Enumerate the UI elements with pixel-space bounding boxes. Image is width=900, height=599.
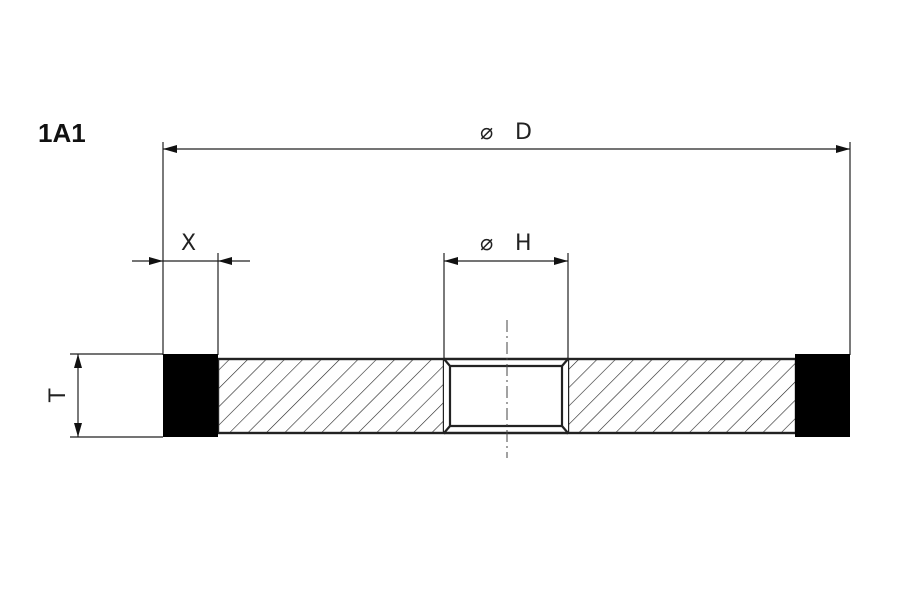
label-d: D xyxy=(515,120,532,145)
wheel-section xyxy=(163,320,850,458)
diameter-symbol-h: ⌀ xyxy=(480,231,493,256)
dimension-x: X xyxy=(132,231,250,355)
abrasive-rim-right xyxy=(795,354,850,437)
dimension-h: ⌀ H xyxy=(443,231,569,360)
dimension-t: T xyxy=(46,353,163,438)
abrasive-rim-left xyxy=(163,354,218,437)
label-x: X xyxy=(181,231,196,256)
label-h: H xyxy=(515,231,532,256)
dimension-d: ⌀ D xyxy=(162,120,851,355)
diameter-symbol: ⌀ xyxy=(480,120,493,145)
core-right-hatched xyxy=(566,357,798,435)
wheel-type-title: 1A1 xyxy=(38,118,86,148)
core-left-hatched xyxy=(216,357,446,435)
bore-chamfer-top xyxy=(443,358,569,368)
bore-chamfer-bottom xyxy=(443,424,569,434)
label-t: T xyxy=(46,388,71,403)
